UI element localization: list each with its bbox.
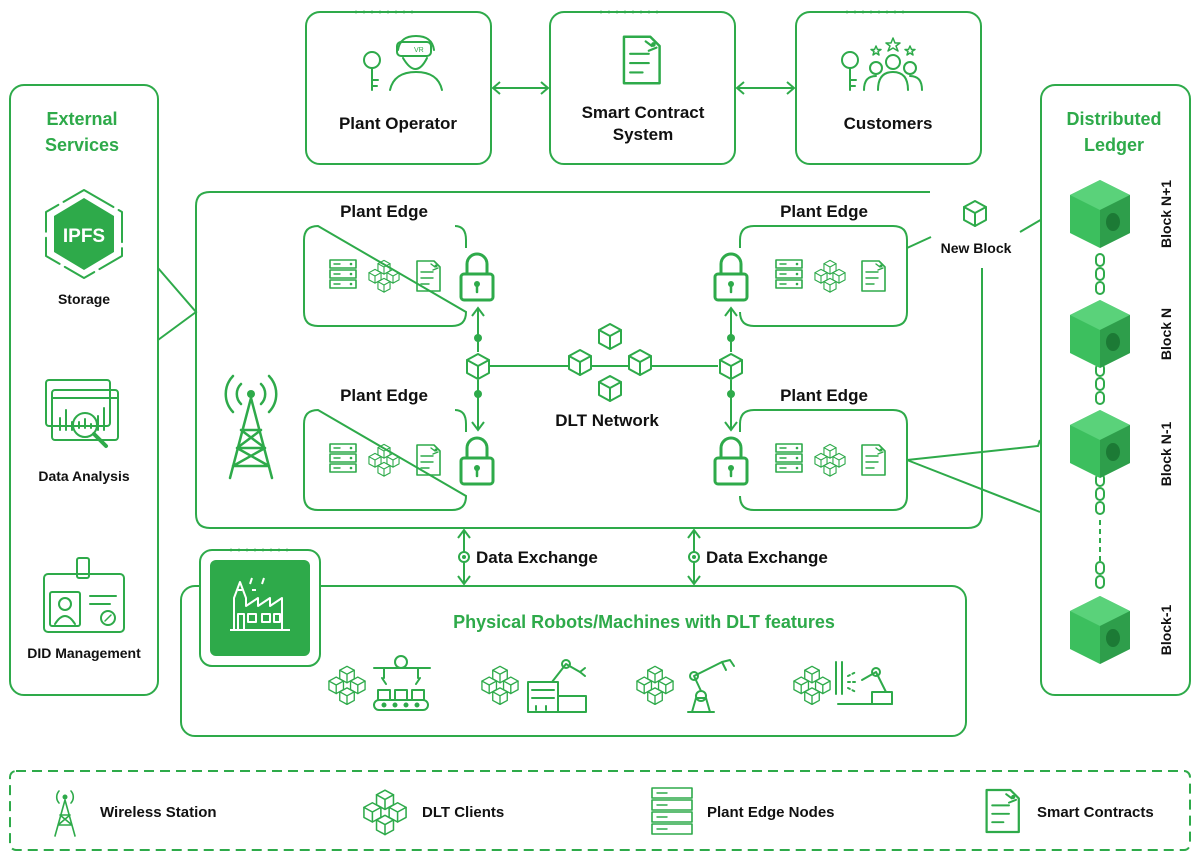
plant-edge-top-left: Plant Edge — [303, 202, 495, 327]
plant-edge-bottom-right: Plant Edge — [713, 386, 908, 511]
customers-box: Customers — [795, 10, 982, 165]
block-label-n: Block N — [1158, 308, 1174, 360]
new-block-icon — [963, 200, 987, 227]
block-label-n-minus-1: Block N-1 — [1158, 422, 1174, 487]
ledger-title-2: Ledger — [1084, 135, 1144, 155]
smart-contract-label-1: Smart Contract — [582, 103, 705, 122]
ledger-title-1: Distributed — [1066, 109, 1161, 129]
factory-tile — [199, 548, 321, 667]
data-analysis-icon — [45, 379, 119, 448]
svg-text:VR: VR — [414, 47, 424, 54]
new-block-label: New Block — [941, 240, 1012, 256]
lock-icon — [459, 248, 495, 302]
machine-conveyor-group — [329, 655, 431, 711]
server-icon — [775, 259, 803, 289]
svg-text:Plant Edge: Plant Edge — [340, 202, 428, 221]
contract-icon — [861, 444, 886, 476]
conveyor-robot-icon — [373, 655, 431, 711]
external-title-2: Services — [45, 135, 119, 155]
legend-smart-contracts-label: Smart Contracts — [1037, 804, 1154, 821]
ledger-link-upper — [906, 439, 1041, 461]
machine-industrial-arm-group — [637, 659, 735, 713]
legend-wireless-icon — [54, 790, 76, 837]
storage-label: Storage — [58, 291, 110, 307]
plant-operator-box: VR Plant Operator — [305, 10, 492, 165]
did-management-label: DID Management — [27, 645, 141, 661]
dlt-network-cluster-icon — [568, 323, 652, 402]
distributed-ledger-panel: Distributed Ledger Block N+1 Block N Blo… — [1040, 84, 1191, 696]
block-label-1: Block-1 — [1158, 605, 1174, 656]
machine-robot-arm-panel-group — [482, 659, 587, 713]
dlt-network-links — [466, 306, 743, 432]
robot-arm-panel-icon — [527, 659, 587, 713]
legend-wireless-label: Wireless Station — [100, 804, 217, 821]
ipfs-label: IPFS — [63, 226, 105, 247]
wireless-tower-icon — [224, 374, 278, 480]
legend: Wireless Station DLT Clients Plant Edge … — [9, 770, 1191, 851]
data-exchange-left: Data Exchange — [457, 528, 598, 586]
plant-edge-bottom-left: Plant Edge — [303, 386, 495, 511]
dlt-client-icon — [815, 260, 845, 292]
legend-edge-nodes-icon — [651, 787, 693, 835]
welding-arm-icon — [835, 661, 893, 705]
svg-text:Plant Edge: Plant Edge — [780, 202, 868, 221]
legend-dlt-clients-label: DLT Clients — [422, 804, 504, 821]
industrial-arm-icon — [687, 659, 735, 713]
new-block-link-left — [906, 236, 932, 249]
legend-edge-nodes-label: Plant Edge Nodes — [707, 804, 835, 821]
machine-welding-arm-group — [794, 661, 893, 705]
server-icon — [329, 443, 357, 473]
plant-operator-label: Plant Operator — [339, 114, 457, 133]
server-icon — [775, 443, 803, 473]
customers-icon — [841, 37, 923, 91]
ledger-chain — [1095, 253, 1105, 589]
ledger-link-lower — [906, 459, 1041, 513]
svg-text:Plant Edge: Plant Edge — [340, 386, 428, 405]
data-analysis-label: Data Analysis — [38, 468, 130, 484]
external-connector — [157, 267, 198, 341]
data-exchange-label: Data Exchange — [706, 548, 828, 567]
plant-network-box — [195, 191, 983, 529]
top-connector-arrows — [491, 81, 796, 95]
external-services-panel: External Services IPFS Storage Data Anal… — [9, 84, 159, 696]
smart-contract-label-2: System — [613, 125, 673, 144]
operator-vr-icon: VR — [363, 35, 443, 91]
lock-icon — [713, 432, 749, 486]
data-exchange-right: Data Exchange — [687, 528, 828, 586]
ipfs-icon: IPFS — [45, 189, 123, 279]
data-exchange-label: Data Exchange — [476, 548, 598, 567]
plant-edge-top-right: Plant Edge — [713, 202, 908, 327]
smart-contract-system-box: Smart Contract System — [549, 10, 736, 165]
server-icon — [329, 259, 357, 289]
lock-icon — [713, 248, 749, 302]
external-title-1: External — [46, 109, 117, 129]
dlt-network-label: DLT Network — [555, 411, 659, 430]
customers-label: Customers — [844, 114, 933, 133]
dlt-client-icon — [815, 444, 845, 476]
did-card-icon — [43, 557, 125, 633]
physical-title: Physical Robots/Machines with DLT featur… — [453, 612, 835, 632]
factory-icon — [230, 577, 290, 631]
block-label-n-plus-1: Block N+1 — [1158, 180, 1174, 248]
contract-icon — [861, 260, 886, 292]
lock-icon — [459, 432, 495, 486]
svg-text:Plant Edge: Plant Edge — [780, 386, 868, 405]
